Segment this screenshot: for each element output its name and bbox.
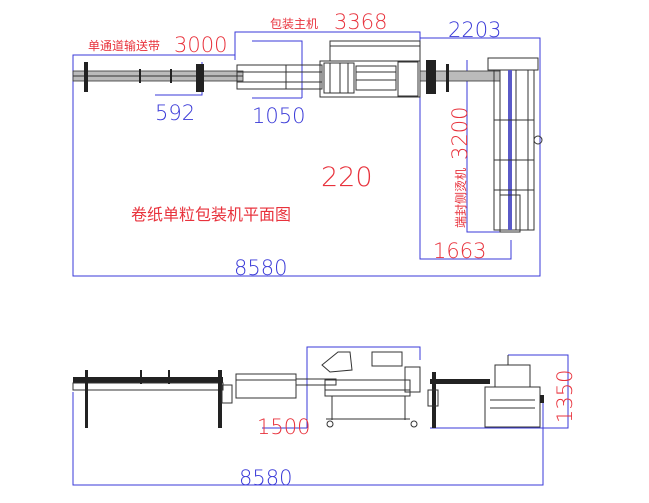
plan-view: 单通道输送带 3000 包装主机 3368 2203 592 1050 220 … [72, 10, 543, 280]
main-machine-length: 3368 [334, 10, 387, 34]
plan-main-machine [319, 40, 421, 98]
plan-total-length: 8580 [234, 256, 287, 280]
side-outfeed [427, 372, 490, 428]
plan-conveyor [72, 62, 244, 92]
dim-2203: 2203 [448, 18, 501, 42]
end-sealer-length: 3200 [448, 107, 472, 160]
dim-1350: 1350 [553, 370, 577, 423]
side-end-sealer [484, 355, 544, 428]
plan-end-sealer [487, 57, 543, 233]
plan-title: 卷纸单粒包装机平面图 [131, 205, 291, 224]
side-view: 1500 1350 8580 [72, 346, 577, 490]
dim-1050: 1050 [252, 104, 305, 128]
side-total-length: 8580 [239, 466, 292, 490]
conveyor-label: 单通道输送带 [88, 38, 160, 53]
main-machine-label: 包装主机 [270, 17, 318, 31]
conveyor-length: 3000 [174, 33, 227, 57]
dim-592: 592 [155, 101, 195, 125]
side-conveyor [72, 370, 233, 428]
dim-1663: 1663 [433, 239, 486, 263]
side-dimension-lines [72, 346, 569, 486]
dim-220: 220 [321, 162, 373, 193]
end-sealer-group: 端封侧烫机 3200 [448, 107, 472, 228]
plan-infeed [236, 64, 323, 90]
dim-1500: 1500 [257, 415, 310, 439]
end-sealer-label: 端封侧烫机 [454, 168, 468, 228]
side-main-machine [321, 351, 421, 428]
side-infeed [235, 373, 337, 399]
